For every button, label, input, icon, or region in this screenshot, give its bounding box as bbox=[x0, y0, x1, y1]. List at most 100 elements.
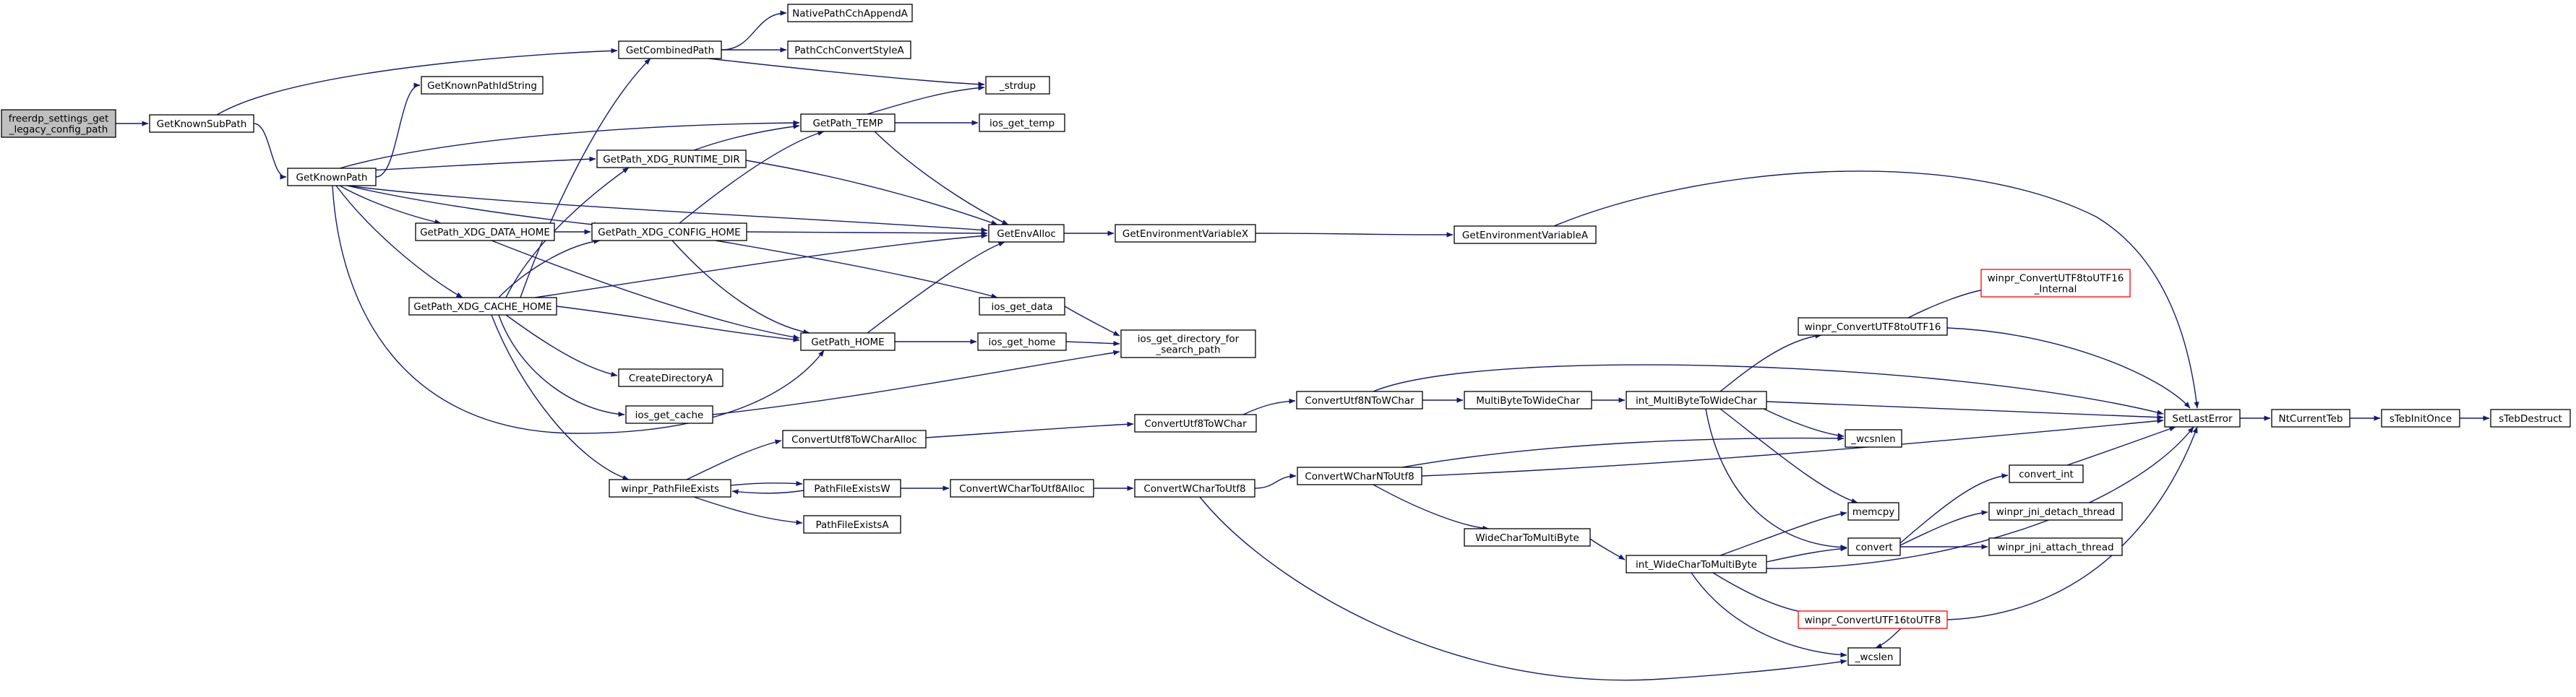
node-box bbox=[2009, 464, 2084, 483]
edge-winpr_ConvertUTF16toUTF8-to-_wcslen bbox=[1875, 628, 1902, 649]
edge-GetPath_XDG_CACHE_HOME-to-winpr_PathFileExists bbox=[491, 314, 630, 480]
node-winpr_PathFileExists[interactable]: winpr_PathFileExists bbox=[609, 479, 731, 498]
node-ConvertWCharToUtf8[interactable]: ConvertWCharToUtf8 bbox=[1134, 479, 1255, 498]
node-GetEnvironmentVariableX[interactable]: GetEnvironmentVariableX bbox=[1115, 224, 1256, 243]
edge-int_MultiByteToWideChar-to-SetLastError bbox=[1766, 401, 2164, 420]
node-SetLastError[interactable]: SetLastError bbox=[2164, 409, 2241, 428]
node-freerdp_settings_get_legacy_config_path[interactable]: freerdp_settings_get_legacy_config_path bbox=[1, 109, 116, 138]
node-box bbox=[977, 332, 1067, 351]
node-GetPath_HOME[interactable]: GetPath_HOME bbox=[800, 332, 896, 351]
node-label: convert_int bbox=[2019, 469, 2074, 480]
edge-path bbox=[693, 496, 803, 525]
node-convert_int[interactable]: convert_int bbox=[2009, 464, 2084, 483]
node-ConvertUtf8ToWCharAlloc[interactable]: ConvertUtf8ToWCharAlloc bbox=[782, 430, 927, 449]
node-_wcslen[interactable]: _wcslen bbox=[1847, 647, 1901, 666]
node-sTebInitOnce[interactable]: sTebInitOnce bbox=[2381, 409, 2460, 428]
node-CreateDirectoryA[interactable]: CreateDirectoryA bbox=[618, 368, 724, 387]
edge-path bbox=[686, 439, 782, 480]
node-ConvertWCharToUtf8Alloc[interactable]: ConvertWCharToUtf8Alloc bbox=[950, 479, 1094, 498]
node-box bbox=[1120, 329, 1256, 358]
node-ios_get_home[interactable]: ios_get_home bbox=[977, 332, 1067, 351]
node-GetPath_XDG_RUNTIME_DIR[interactable]: GetPath_XDG_RUNTIME_DIR bbox=[596, 150, 747, 168]
node-ConvertUtf8ToWChar[interactable]: ConvertUtf8ToWChar bbox=[1134, 414, 1257, 433]
node-GetPath_XDG_DATA_HOME[interactable]: GetPath_XDG_DATA_HOME bbox=[415, 222, 555, 241]
node-winpr_ConvertUTF8toUTF16_Internal[interactable]: winpr_ConvertUTF8toUTF16_Internal bbox=[1980, 269, 2131, 298]
node-label: freerdp_settings_get bbox=[9, 113, 109, 125]
edge-GetPath_XDG_CACHE_HOME-to-GetPath_HOME bbox=[556, 306, 800, 342]
node-label: winpr_ConvertUTF16toUTF8 bbox=[1805, 615, 1941, 626]
node-GetPath_XDG_CACHE_HOME[interactable]: GetPath_XDG_CACHE_HOME bbox=[408, 297, 557, 316]
edge-path bbox=[346, 185, 601, 228]
node-NtCurrentTeb[interactable]: NtCurrentTeb bbox=[2271, 409, 2350, 428]
node-GetPath_TEMP[interactable]: GetPath_TEMP bbox=[800, 113, 896, 132]
node-MultiByteToWideChar[interactable]: MultiByteToWideChar bbox=[1464, 391, 1592, 410]
node-box bbox=[803, 515, 901, 534]
edge-GetKnownPath-to-GetKnownPathIdString bbox=[375, 82, 421, 178]
edge-GetKnownPath-to-GetPath_XDG_CACHE_HOME bbox=[335, 185, 463, 298]
node-label: PathCchConvertStyleA bbox=[794, 45, 904, 56]
node-ios_get_temp[interactable]: ios_get_temp bbox=[979, 113, 1065, 132]
node-box bbox=[1988, 502, 2123, 521]
node-box bbox=[985, 76, 1050, 95]
node-GetKnownSubPath[interactable]: GetKnownSubPath bbox=[149, 114, 254, 133]
node-ios_get_directory_for_search_path[interactable]: ios_get_directory_for_search_path bbox=[1120, 329, 1256, 358]
node-box bbox=[618, 368, 724, 387]
node-_wcsnlen[interactable]: _wcsnlen bbox=[1845, 429, 1902, 448]
edge-path bbox=[505, 167, 630, 298]
node-GetEnvAlloc[interactable]: GetEnvAlloc bbox=[988, 224, 1065, 243]
node-PathCchConvertStyleA[interactable]: PathCchConvertStyleA bbox=[787, 40, 911, 59]
node-GetCombinedPath[interactable]: GetCombinedPath bbox=[618, 40, 722, 59]
node-WideCharToMultiByte[interactable]: WideCharToMultiByte bbox=[1464, 528, 1591, 547]
node-ios_get_cache[interactable]: ios_get_cache bbox=[625, 405, 713, 424]
edge-winpr_ConvertUTF8toUTF16-to-winpr_ConvertUTF8toUTF16_Internal bbox=[1907, 287, 1988, 319]
edge-path bbox=[1766, 546, 1847, 563]
node-ConvertWCharNToUtf8[interactable]: ConvertWCharNToUtf8 bbox=[1297, 467, 1422, 485]
node-box bbox=[1847, 537, 1901, 556]
node-winpr_jni_detach_thread[interactable]: winpr_jni_detach_thread bbox=[1988, 502, 2123, 521]
node-winpr_jni_attach_thread[interactable]: winpr_jni_attach_thread bbox=[1988, 537, 2123, 556]
node-sTebDestruct[interactable]: sTebDestruct bbox=[2490, 409, 2571, 428]
node-ConvertUtf8NToWChar[interactable]: ConvertUtf8NToWChar bbox=[1296, 391, 1423, 410]
edge-path bbox=[498, 314, 625, 417]
edge-path bbox=[671, 240, 810, 334]
node-winpr_ConvertUTF8toUTF16[interactable]: winpr_ConvertUTF8toUTF16 bbox=[1798, 317, 1948, 336]
node-label: GetPath_TEMP bbox=[812, 118, 883, 129]
node-GetEnvironmentVariableA[interactable]: GetEnvironmentVariableA bbox=[1454, 225, 1597, 244]
edge-path bbox=[368, 156, 596, 171]
edge-GetPath_XDG_CACHE_HOME-to-CreateDirectoryA bbox=[505, 314, 618, 377]
node-GetPath_XDG_CONFIG_HOME[interactable]: GetPath_XDG_CONFIG_HOME bbox=[591, 222, 747, 241]
edge-GetKnownSubPath-to-GetKnownPath bbox=[253, 123, 287, 180]
edge-GetPath_TEMP-to-_strdup bbox=[867, 85, 985, 115]
node-ios_get_data[interactable]: ios_get_data bbox=[979, 297, 1065, 316]
node-GetKnownPath[interactable]: GetKnownPath bbox=[287, 168, 377, 186]
node-memcpy[interactable]: memcpy bbox=[1847, 502, 1899, 521]
node-NativePathCchAppendA[interactable]: NativePathCchAppendA bbox=[787, 4, 913, 22]
edge-path bbox=[1242, 398, 1296, 415]
node-winpr_ConvertUTF16toUTF8[interactable]: winpr_ConvertUTF16toUTF8 bbox=[1798, 610, 1948, 629]
node-int_WideCharToMultiByte[interactable]: int_WideCharToMultiByte bbox=[1626, 555, 1767, 573]
edge-path bbox=[1712, 572, 1822, 617]
edge-path bbox=[520, 58, 651, 298]
edge-path bbox=[498, 238, 601, 298]
node-label: sTebDestruct bbox=[2499, 413, 2562, 425]
node-box bbox=[408, 297, 557, 316]
node-convert[interactable]: convert bbox=[1847, 537, 1901, 556]
node-_strdup[interactable]: _strdup bbox=[985, 76, 1050, 95]
node-PathFileExistsW[interactable]: PathFileExistsW bbox=[803, 479, 901, 498]
node-box bbox=[1847, 502, 1899, 521]
edge-winpr_ConvertUTF8toUTF16-to-SetLastError bbox=[1946, 327, 2191, 409]
edge-path bbox=[1589, 538, 1626, 560]
node-PathFileExistsA[interactable]: PathFileExistsA bbox=[803, 515, 901, 534]
edge-GetPath_XDG_CACHE_HOME-to-ios_get_cache bbox=[498, 314, 625, 417]
edge-ConvertUtf8ToWCharAlloc-to-ConvertUtf8ToWChar bbox=[925, 421, 1134, 438]
edge-int_MultiByteToWideChar-to-convert bbox=[1705, 408, 1847, 550]
edge-int_WideCharToMultiByte-to-SetLastError bbox=[1766, 426, 2194, 569]
node-label: GetEnvAlloc bbox=[997, 228, 1056, 240]
node-int_MultiByteToWideChar[interactable]: int_MultiByteToWideChar bbox=[1626, 391, 1767, 410]
edge-convert-to-convert_int bbox=[1899, 473, 2009, 544]
node-GetKnownPathIdString[interactable]: GetKnownPathIdString bbox=[421, 76, 544, 95]
edge-path bbox=[1766, 426, 2194, 569]
edge-int_MultiByteToWideChar-to-winpr_ConvertUTF8toUTF16 bbox=[1720, 333, 1822, 392]
node-label: GetKnownPath bbox=[296, 172, 368, 183]
